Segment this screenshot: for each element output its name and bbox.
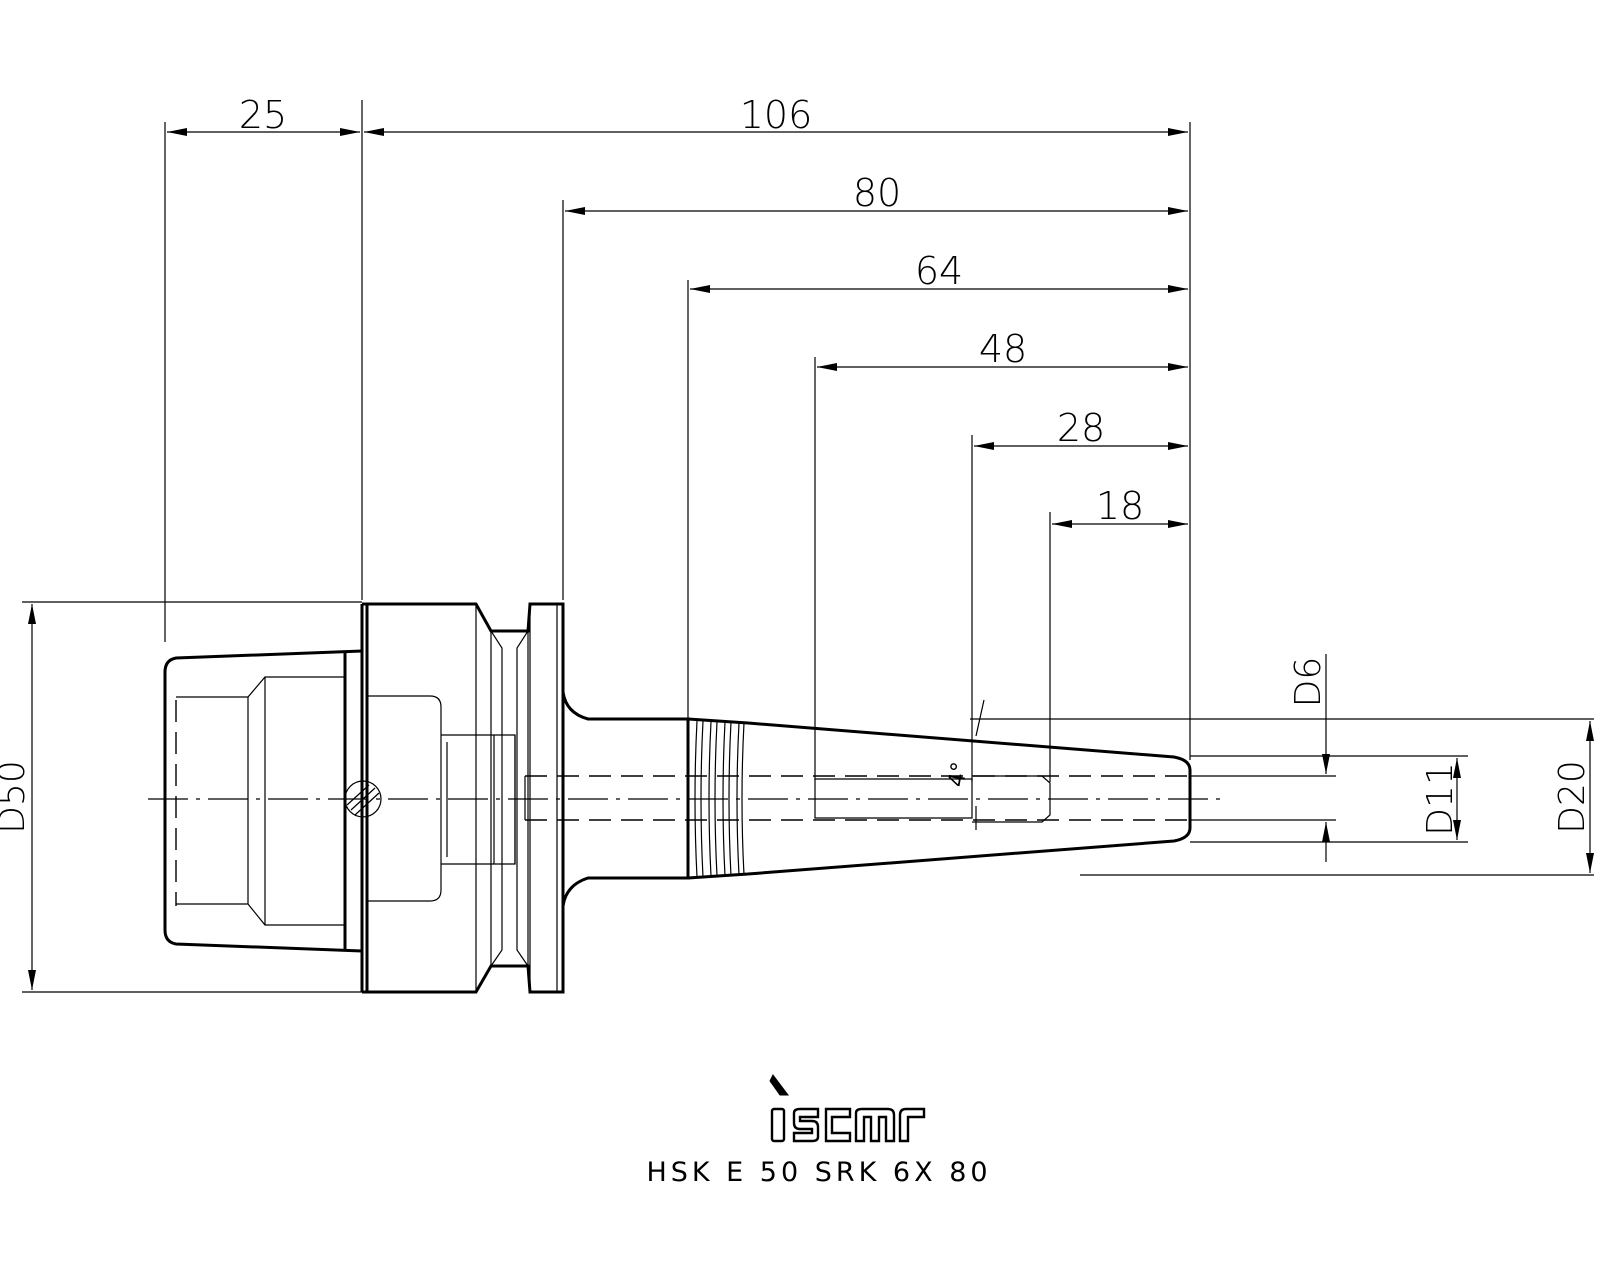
dim-d20-label: D20 — [1552, 760, 1593, 834]
dim-80-label: 80 — [853, 171, 901, 215]
dim-106-label: 106 — [740, 93, 813, 137]
iscar-logo — [769, 1074, 926, 1143]
dim-d6-label: D6 — [1288, 657, 1329, 708]
extension-lines — [164, 100, 1191, 782]
dim-64-label: 64 — [915, 249, 963, 293]
dimension-lines — [167, 128, 1188, 528]
dim-28-label: 28 — [1057, 406, 1105, 450]
dim-18-label: 18 — [1096, 484, 1144, 528]
dim-d11-label: D11 — [1420, 762, 1461, 836]
dim-48-label: 48 — [979, 327, 1027, 371]
angle-label: 4° — [944, 760, 973, 789]
tool-holder — [148, 602, 1220, 994]
dim-d50-label: D50 — [0, 760, 33, 834]
angle-indicator: 4° — [944, 699, 985, 830]
dim-right: D6 D11 D20 — [970, 654, 1594, 876]
dim-25-label: 25 — [239, 93, 287, 137]
model-caption: HSK E 50 SRK 6X 80 — [646, 1157, 991, 1188]
dim-d50: D50 — [0, 601, 362, 993]
